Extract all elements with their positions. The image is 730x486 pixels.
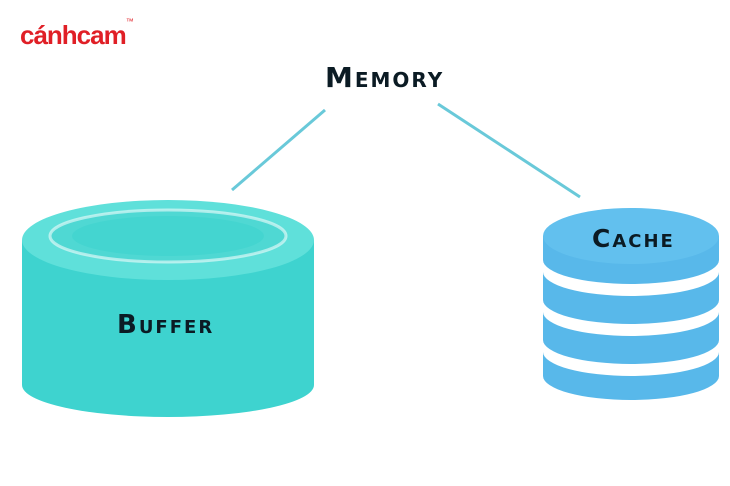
memory-label: Memory bbox=[325, 61, 445, 94]
database-stack-icon bbox=[543, 208, 719, 400]
buffer-cylinder-top-inner bbox=[72, 216, 264, 256]
cylinder-icon bbox=[22, 200, 314, 417]
buffer-label: Buffer bbox=[117, 310, 215, 340]
cache-segment-2 bbox=[543, 272, 719, 324]
buffer-cylinder-body bbox=[22, 240, 314, 417]
cache-top bbox=[543, 208, 719, 264]
brand-logo-text: cánhcam bbox=[20, 20, 127, 50]
cache-segment-3 bbox=[543, 312, 719, 364]
connector-memory-cache bbox=[437, 102, 581, 199]
cache-segment-4 bbox=[543, 352, 719, 400]
connector-memory-buffer bbox=[231, 108, 326, 192]
cache-label: Cache bbox=[592, 224, 675, 253]
trademark-icon: ™ bbox=[125, 17, 134, 26]
